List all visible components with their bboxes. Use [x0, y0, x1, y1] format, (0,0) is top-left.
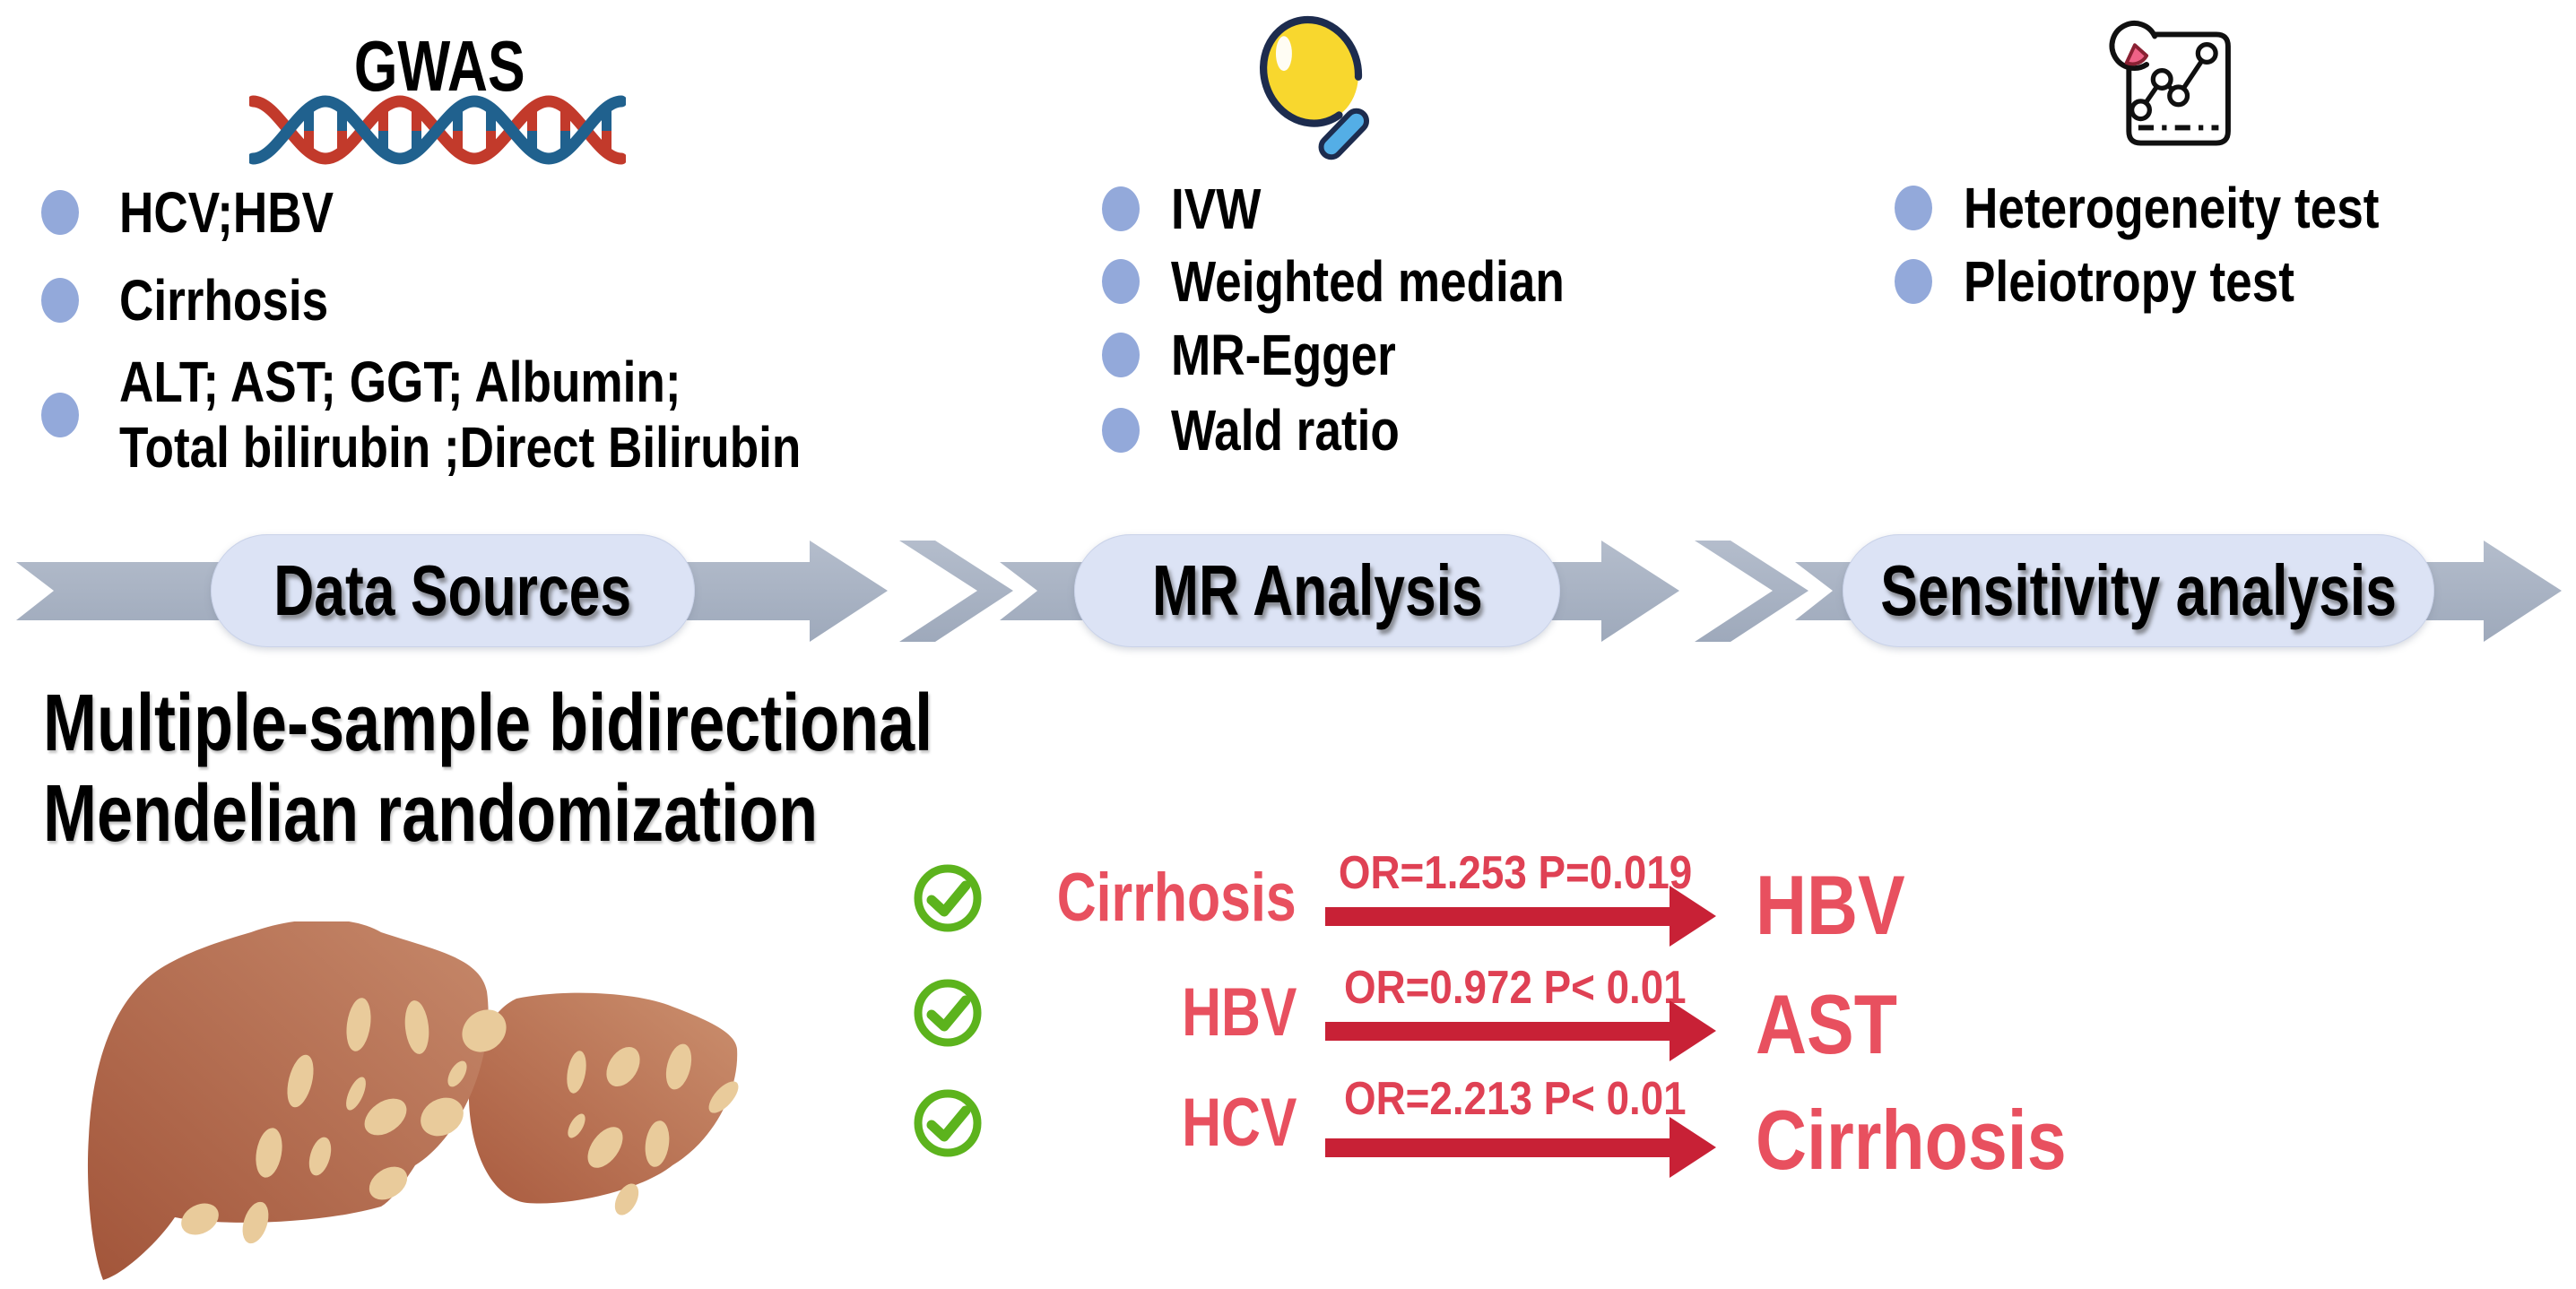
list-item: Wald ratio — [1102, 398, 1446, 463]
result-arrow — [1325, 907, 1671, 926]
list-item-label: Weighted median — [1171, 249, 1565, 314]
dna-helix-icon — [249, 95, 626, 165]
chevron-separator — [1695, 541, 1808, 642]
result-outcome: AST — [1756, 977, 1897, 1071]
cirrhotic-liver-illustration — [87, 921, 739, 1280]
result-arrow-head — [1670, 1000, 1716, 1061]
result-arrow-head — [1670, 886, 1716, 947]
list-item-label: IVW — [1171, 177, 1262, 241]
result-arrow — [1325, 1022, 1671, 1041]
liver-nodules — [181, 998, 739, 1244]
list-item: Weighted median — [1102, 249, 1645, 314]
list-item-label: HCV;HBV — [119, 180, 334, 245]
bullet-dot — [1102, 333, 1140, 377]
result-exposure: HCV — [1181, 1085, 1297, 1161]
result-exposure: HBV — [1181, 974, 1297, 1051]
gwas-title: GWAS — [251, 25, 628, 108]
result-outcome: HBV — [1756, 858, 1905, 952]
process-step-data-sources: Data Sources — [211, 534, 695, 647]
magnifier-icon — [1259, 15, 1370, 160]
list-item: ALT; AST; GGT; Albumin; Total bilirubin … — [41, 350, 941, 480]
list-item: Heterogeneity test — [1895, 176, 2464, 240]
magnifier-handle — [1318, 108, 1370, 160]
section-heading: Multiple-sample bidirectional Mendelian … — [43, 679, 1155, 860]
list-item: Cirrhosis — [41, 268, 371, 333]
list-item-label: Pleiotropy test — [1964, 249, 2294, 314]
list-item: MR-Egger — [1102, 323, 1442, 387]
result-exposure: Cirrhosis — [1057, 860, 1297, 936]
check-circle-icon — [914, 864, 982, 932]
result-stat: OR=0.972 P< 0.01 — [1344, 962, 1687, 1014]
process-step-sensitivity-analysis: Sensitivity analysis — [1843, 534, 2434, 647]
bullet-dot — [1895, 186, 1932, 230]
list-item-label: Heterogeneity test — [1964, 176, 2380, 240]
list-item-label: Cirrhosis — [119, 268, 329, 333]
heading-line: Mendelian randomization — [43, 769, 819, 859]
bullet-dot — [41, 278, 79, 323]
process-step-mr-analysis: MR Analysis — [1074, 534, 1560, 647]
list-item: IVW — [1102, 177, 1279, 241]
list-item-label: Wald ratio — [1171, 398, 1400, 463]
result-arrow — [1325, 1138, 1671, 1157]
chart-report-icon — [2109, 21, 2231, 146]
bullet-dot — [1102, 186, 1140, 231]
gwas-title-text: GWAS — [353, 26, 525, 106]
result-outcome: Cirrhosis — [1756, 1093, 2067, 1187]
bullet-dot — [41, 393, 79, 437]
list-item: Pleiotropy test — [1895, 249, 2363, 314]
pie-slice — [2124, 43, 2149, 66]
list-item-label: ALT; AST; GGT; Albumin; Total bilirubin … — [119, 350, 802, 480]
result-stat: OR=2.213 P< 0.01 — [1344, 1073, 1687, 1125]
process-step-label: MR Analysis — [1151, 550, 1483, 630]
bullet-dot — [1102, 408, 1140, 453]
list-item: HCV;HBV — [41, 180, 377, 245]
bullet-dot — [41, 190, 79, 235]
result-arrow-head — [1670, 1117, 1716, 1178]
process-step-label: Sensitivity analysis — [1880, 550, 2397, 630]
liver-right-lobe — [468, 992, 738, 1204]
check-circle-icon — [914, 1089, 982, 1157]
check-circle-icon — [914, 979, 982, 1047]
list-item-label: MR-Egger — [1171, 323, 1396, 387]
heading-line: Multiple-sample bidirectional — [43, 679, 933, 768]
chevron-separator — [899, 541, 1013, 642]
bullet-dot — [1895, 259, 1932, 304]
dna-rungs — [304, 108, 611, 154]
liver-left-lobe — [87, 921, 489, 1280]
process-step-label: Data Sources — [273, 550, 632, 630]
bullet-dot — [1102, 259, 1140, 304]
result-stat: OR=1.253 P=0.019 — [1338, 847, 1693, 899]
